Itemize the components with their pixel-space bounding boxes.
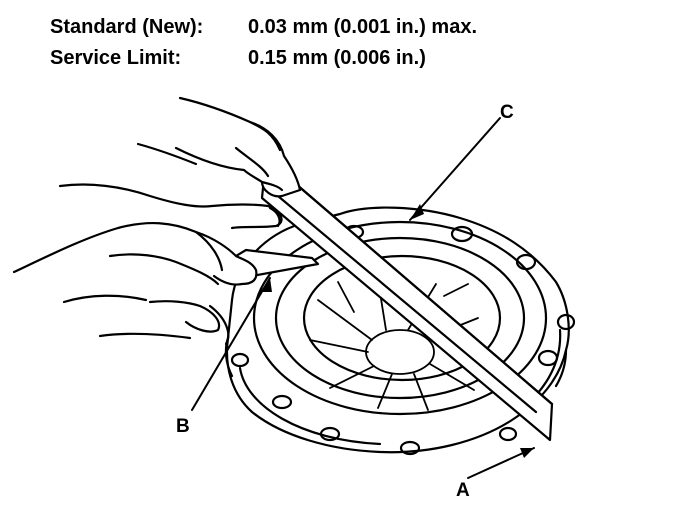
spec-service-limit: Service Limit: 0.15 mm (0.006 in.)	[50, 47, 426, 70]
callout-arrowheads	[260, 204, 534, 458]
leader-line-c	[409, 117, 501, 221]
callout-c-label: C	[500, 102, 514, 123]
arrowhead-a	[520, 448, 534, 458]
upper-hand	[58, 96, 302, 230]
lower-hand	[12, 221, 258, 346]
arrowhead-b	[260, 278, 272, 292]
pressure-plate-rings	[252, 220, 548, 416]
arrowhead-c	[410, 204, 424, 220]
spec-standard-label: Standard (New):	[50, 16, 204, 38]
spec-standard: Standard (New): 0.03 mm (0.001 in.) max.	[50, 16, 477, 39]
leader-line-b	[191, 277, 271, 411]
spec-standard-value: 0.03 mm (0.001 in.) max.	[248, 16, 478, 38]
callout-b-label: B	[176, 416, 190, 437]
spec-service-limit-value: 0.15 mm (0.006 in.)	[248, 47, 426, 69]
callout-a-label: A	[456, 480, 470, 501]
spec-service-limit-label: Service Limit:	[50, 47, 182, 69]
